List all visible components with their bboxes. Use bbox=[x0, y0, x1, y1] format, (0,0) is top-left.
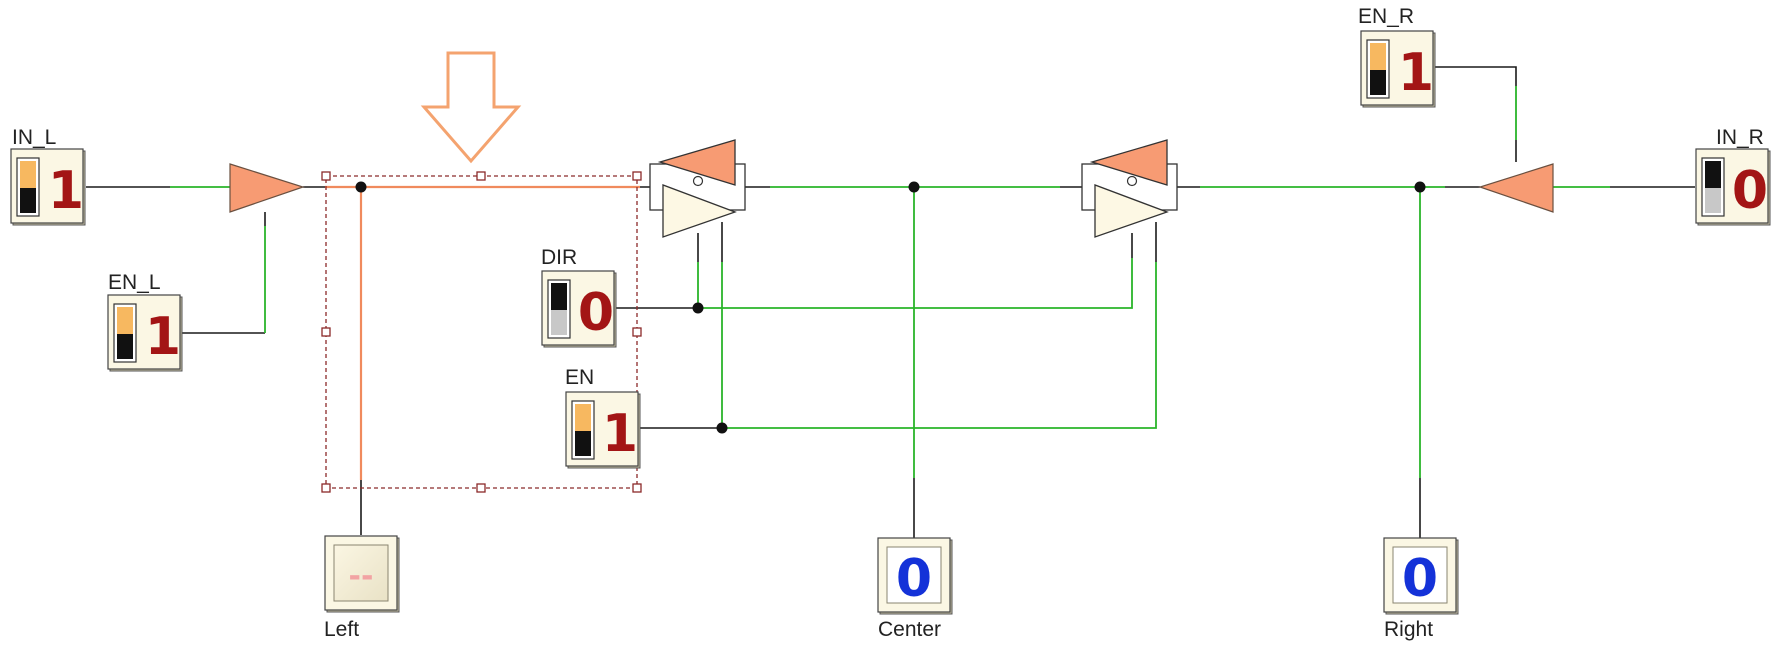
right-tristate-buffer[interactable] bbox=[1478, 163, 1554, 213]
input-switch-en-l[interactable]: EN_L 1 bbox=[107, 271, 183, 372]
input-switch-in-r[interactable]: IN_R 0 bbox=[1695, 126, 1771, 226]
junction-dot bbox=[355, 181, 367, 193]
wire-en-r[interactable] bbox=[1435, 66, 1517, 86]
input-switch-en-r[interactable]: EN_R 1 bbox=[1358, 5, 1436, 108]
en-label: EN bbox=[565, 366, 594, 389]
toggle-switch-icon bbox=[571, 400, 595, 460]
toggle-switch-icon bbox=[16, 157, 40, 217]
output-probe-left[interactable]: -- Left bbox=[324, 535, 400, 641]
input-switch-en[interactable]: EN 1 bbox=[565, 366, 641, 469]
en-l-value: 1 bbox=[145, 307, 181, 367]
dir-label: DIR bbox=[541, 246, 577, 269]
junction-dot bbox=[908, 181, 920, 193]
down-arrow-icon bbox=[420, 51, 522, 164]
en-r-label: EN_R bbox=[1358, 5, 1414, 28]
junction-dot bbox=[692, 302, 704, 314]
input-switch-in-l[interactable]: IN_L 1 bbox=[10, 126, 86, 226]
left-tristate-buffer[interactable] bbox=[229, 163, 305, 213]
en-l-label: EN_L bbox=[108, 271, 161, 294]
left-value: -- bbox=[349, 559, 374, 594]
in-l-value: 1 bbox=[48, 161, 84, 221]
junction-dot bbox=[1414, 181, 1426, 193]
left-label: Left bbox=[324, 618, 359, 641]
junction-dot bbox=[716, 422, 728, 434]
transceiver-2[interactable] bbox=[1081, 139, 1178, 238]
wire-en-green[interactable] bbox=[722, 262, 1157, 429]
transceiver-1[interactable] bbox=[649, 139, 746, 238]
in-r-value: 0 bbox=[1732, 161, 1768, 221]
center-label: Center bbox=[878, 618, 941, 641]
toggle-switch-icon bbox=[113, 303, 137, 363]
center-value: 0 bbox=[896, 549, 932, 609]
in-l-label: IN_L bbox=[12, 126, 56, 149]
in-r-label: IN_R bbox=[1716, 126, 1764, 149]
toggle-switch-icon bbox=[1366, 39, 1390, 99]
input-switch-dir[interactable]: DIR 0 bbox=[541, 246, 617, 348]
wire-dir-green[interactable] bbox=[698, 258, 1133, 309]
right-label: Right bbox=[1384, 618, 1433, 641]
selection-box[interactable] bbox=[321, 171, 642, 493]
toggle-switch-icon bbox=[1701, 157, 1725, 217]
toggle-switch-icon bbox=[547, 279, 571, 339]
en-r-value: 1 bbox=[1398, 43, 1434, 103]
right-value: 0 bbox=[1402, 549, 1438, 609]
output-probe-right[interactable]: 0 Right bbox=[1383, 537, 1459, 641]
en-value: 1 bbox=[602, 404, 638, 464]
dir-value: 0 bbox=[578, 283, 614, 343]
output-probe-center[interactable]: 0 Center bbox=[877, 537, 953, 641]
